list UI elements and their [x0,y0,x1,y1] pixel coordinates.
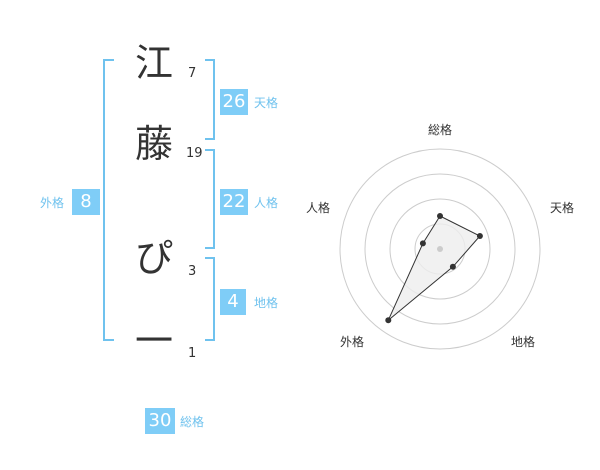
stroke-count-1: 7 [188,66,197,81]
radar-ring [339,148,541,350]
radar-axis-label-chikaku: 地格 [511,335,536,349]
stroke-count-3: 3 [188,264,197,279]
stroke-count-4: 1 [188,346,197,361]
chikaku-value: 4 [220,289,246,315]
radar-center-dot [437,246,443,252]
jinkaku-value: 22 [220,189,248,215]
chikaku-label: 地格 [254,296,279,310]
radar-axis-label-soukaku: 総格 [428,123,453,137]
radar-axis-label-jinkaku: 人格 [306,201,331,215]
radar-axis-label-tenkaku: 天格 [550,201,575,215]
radar-point-4 [385,317,392,324]
name-char-3: ぴ [134,236,173,280]
stroke-count-2: 19 [186,146,203,161]
radar-point-5 [419,240,426,247]
tenkaku-label: 天格 [254,96,279,110]
soukaku-label: 総格 [180,415,205,429]
chikaku-bracket [205,257,215,341]
tenkaku-value: 26 [220,89,248,115]
gaikaku-label: 外格 [40,196,65,210]
radar-series-polygon [387,215,481,321]
radar-point-2 [476,233,483,239]
radar-point-1 [437,213,443,219]
gaikaku-bracket [103,59,114,341]
radar-axis-label-gaikaku: 外格 [340,335,365,349]
name-char-1: 江 [134,41,173,85]
tenkaku-bracket [205,59,215,140]
radar-ring [389,198,491,300]
jinkaku-bracket [205,149,215,249]
soukaku-value: 30 [145,408,175,434]
radar-ring [364,173,516,325]
jinkaku-label: 人格 [254,196,279,210]
name-char-2: 藤 [134,122,173,166]
radar-point-3 [449,263,456,270]
name-char-4: 一 [134,319,173,363]
gaikaku-value: 8 [72,189,100,215]
